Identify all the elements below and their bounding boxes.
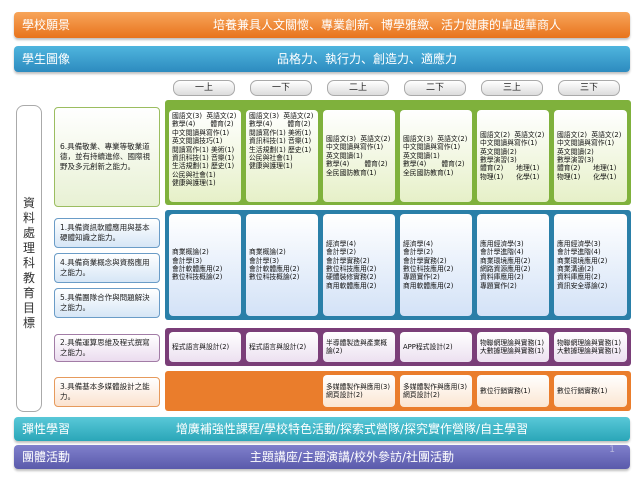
course-cell-1b-professional: 商業概論(2) 會計學(3) 會計軟體應用(2) 數位科技概論(2) bbox=[246, 214, 318, 316]
course-cell-2a-general: 國語文(3) 英語文(2) 中文閱讀與寫作(1) 英文閱讀(1) 數學(4) 體… bbox=[323, 110, 395, 202]
course-text: 數位行銷實務(1) bbox=[557, 386, 608, 395]
goal-5: 5.具備團隊合作與問題解決之能力。 bbox=[54, 288, 160, 318]
semester-header-2a: 二上 bbox=[327, 80, 389, 96]
course-text: 商業概論(2) 會計學(3) 會計軟體應用(2) 數位科技概論(2) bbox=[249, 248, 300, 282]
course-text: 國語文(2) 英語文(2) 中文閱讀與寫作(1) 英文閱讀(2) 數學演習(3)… bbox=[557, 130, 622, 181]
course-cell-3b-professional: 應用經濟學(3) 會計學進階(4) 商業環境應用(2) 商業溝通(2) 資料庫應… bbox=[554, 214, 627, 316]
semester-header-3a: 三上 bbox=[481, 80, 543, 96]
goal-6: 6.具備敬業、專業等敬業道德，並有持續進修、國際視野及多元創新之能力。 bbox=[54, 107, 160, 207]
course-cell-2a-programming: 半導體製造與產業概論(2) bbox=[323, 332, 395, 362]
student-portrait-band: 學生圖像 品格力、執行力、創造力、適應力 bbox=[14, 46, 630, 72]
course-text: 物聯網理論與實務(1) 大數據理論與實務(1) bbox=[480, 338, 545, 355]
goal-3: 3.具備基本多媒體設計之能力。 bbox=[54, 377, 160, 407]
flexible-learning-band: 彈性學習 增廣補強性課程/學校特色活動/探索式營隊/探究實作營隊/自主學習 bbox=[14, 417, 630, 441]
course-cell-2b-professional: 經濟學(4) 會計學(2) 會計學實務(2) 數位科技應用(2) 專題實作(2)… bbox=[400, 214, 472, 316]
school-vision-band: 學校願景 培養兼具人文關懷、專業創新、博學雅緻、活力健康的卓越華商人 bbox=[14, 12, 630, 38]
course-cell-1b-general: 國語文(3) 英語文(2) 數學(4) 體育(2) 閱讀寫作(1) 美術(1) … bbox=[246, 110, 318, 202]
goal-2-text: 2.具備運算思維及程式撰寫之能力。 bbox=[60, 338, 150, 357]
course-text: 物聯網理論與實務(1) 大數據理論與實務(1) bbox=[557, 338, 622, 355]
department-goals-sidebar: 資 料 處 理 科 教 育 目 標 bbox=[16, 105, 42, 412]
course-cell-2a-professional: 經濟學(4) 會計學(2) 會計學實務(2) 數位科技應用(2) 硬體裝修實務(… bbox=[323, 214, 395, 316]
course-text: 程式語言與設計(2) bbox=[249, 342, 307, 351]
course-text: 數位行銷實務(1) bbox=[480, 386, 531, 395]
semester-header-1b: 一下 bbox=[250, 80, 312, 96]
semester-header-3b: 三下 bbox=[558, 80, 620, 96]
course-text: 國語文(2) 英語文(2) 中文閱讀與寫作(1) 英文閱讀(2) 數學演習(3)… bbox=[480, 130, 545, 181]
school-vision-text: 培養兼具人文關懷、專業創新、博學雅緻、活力健康的卓越華商人 bbox=[212, 18, 561, 32]
course-text: 國語文(3) 英語文(2) 數學(4) 體育(2) 閱讀寫作(1) 美術(1) … bbox=[249, 112, 314, 171]
course-cell-1a-programming: 程式語言與設計(2) bbox=[169, 332, 241, 362]
course-cell-1a-professional: 商業概論(2) 會計學(3) 會計軟體應用(2) 數位科技概論(2) bbox=[169, 214, 241, 316]
goal-6-text: 6.具備敬業、專業等敬業道德，並有持續進修、國際視野及多元創新之能力。 bbox=[60, 142, 150, 171]
department-goals-label: 資 料 處 理 科 教 育 目 標 bbox=[22, 196, 35, 330]
semester-header-1a: 一上 bbox=[173, 80, 235, 96]
course-cell-3b-multimedia: 數位行銷實務(1) bbox=[554, 375, 627, 407]
course-text: 多媒體製作與應用(3) 網頁設計(2) bbox=[403, 382, 468, 399]
course-cell-2b-multimedia: 多媒體製作與應用(3) 網頁設計(2) bbox=[400, 375, 472, 407]
course-text: 經濟學(4) 會計學(2) 會計學實務(2) 數位科技應用(2) 專題實作(2)… bbox=[403, 239, 454, 290]
goal-4-text: 4.具備商業概念與資務應用之能力。 bbox=[60, 258, 150, 277]
course-text: 應用經濟學(3) 會計學進階(4) 商業環境應用(2) 網路資源應用(2) 資料… bbox=[480, 239, 531, 290]
course-cell-2b-programming: APP程式設計(2) bbox=[400, 332, 472, 362]
group-activities-label: 團體活動 bbox=[22, 450, 71, 464]
goal-3-text: 3.具備基本多媒體設計之能力。 bbox=[60, 382, 150, 401]
course-text: 國語文(3) 英語文(2) 中文閱讀與寫作(1) 英文閱讀(1) 數學(4) 體… bbox=[326, 134, 391, 177]
student-portrait-label: 學生圖像 bbox=[22, 52, 71, 66]
course-text: 半導體製造與產業概論(2) bbox=[326, 338, 388, 355]
course-text: 經濟學(4) 會計學(2) 會計學實務(2) 數位科技應用(2) 硬體裝修實務(… bbox=[326, 239, 377, 290]
goal-1: 1.具備資訊軟體應用與基本硬體知識之能力。 bbox=[54, 218, 160, 248]
group-activities-text: 主題講座/主題演講/校外參訪/社團活動 bbox=[249, 450, 455, 464]
semester-header-2b: 二下 bbox=[404, 80, 466, 96]
course-cell-3b-general: 國語文(2) 英語文(2) 中文閱讀與寫作(1) 英文閱讀(2) 數學演習(3)… bbox=[554, 110, 627, 202]
school-vision-label: 學校願景 bbox=[22, 18, 71, 32]
general-courses-panel bbox=[165, 100, 631, 205]
goal-1-text: 1.具備資訊軟體應用與基本硬體知識之能力。 bbox=[60, 223, 150, 242]
course-text: 多媒體製作與應用(3) 網頁設計(2) bbox=[326, 382, 391, 399]
course-text: 國語文(3) 英語文(2) 中文閱讀與寫作(1) 英文閱讀(1) 數學(4) 體… bbox=[403, 134, 468, 177]
course-cell-3b-programming: 物聯網理論與實務(1) 大數據理論與實務(1) bbox=[554, 332, 627, 362]
goal-5-text: 5.具備團隊合作與問題解決之能力。 bbox=[60, 293, 150, 312]
multimedia-courses-panel bbox=[165, 371, 631, 411]
course-cell-2b-general: 國語文(3) 英語文(2) 中文閱讀與寫作(1) 英文閱讀(1) 數學(4) 體… bbox=[400, 110, 472, 202]
page-number: 1 bbox=[609, 445, 615, 455]
course-cell-1b-programming: 程式語言與設計(2) bbox=[246, 332, 318, 362]
group-activities-band: 團體活動 主題講座/主題演講/校外參訪/社團活動 bbox=[14, 445, 630, 469]
course-cell-2a-multimedia: 多媒體製作與應用(3) 網頁設計(2) bbox=[323, 375, 395, 407]
flexible-learning-text: 增廣補強性課程/學校特色活動/探索式營隊/探究實作營隊/自主學習 bbox=[175, 422, 529, 436]
course-text: 國語文(3) 英語文(2) 數學(4) 體育(2) 中文閱讀與寫作(1) 英文閱… bbox=[172, 112, 237, 188]
flexible-learning-label: 彈性學習 bbox=[22, 422, 71, 436]
professional-courses-panel bbox=[165, 210, 631, 320]
goal-4: 4.具備商業概念與資務應用之能力。 bbox=[54, 253, 160, 283]
course-cell-3a-programming: 物聯網理論與實務(1) 大數據理論與實務(1) bbox=[477, 332, 549, 362]
course-text: 應用經濟學(3) 會計學進階(4) 商業環境應用(2) 商業溝通(2) 資料庫應… bbox=[557, 239, 608, 290]
course-text: 程式語言與設計(2) bbox=[172, 342, 230, 351]
programming-courses-panel bbox=[165, 328, 631, 366]
student-portrait-text: 品格力、執行力、創造力、適應力 bbox=[276, 52, 457, 66]
goal-2: 2.具備運算思維及程式撰寫之能力。 bbox=[54, 334, 160, 362]
course-text: APP程式設計(2) bbox=[403, 342, 453, 351]
course-cell-3a-professional: 應用經濟學(3) 會計學進階(4) 商業環境應用(2) 網路資源應用(2) 資料… bbox=[477, 214, 549, 316]
course-cell-1a-general: 國語文(3) 英語文(2) 數學(4) 體育(2) 中文閱讀與寫作(1) 英文閱… bbox=[169, 110, 241, 202]
course-cell-3a-multimedia: 數位行銷實務(1) bbox=[477, 375, 549, 407]
course-cell-3a-general: 國語文(2) 英語文(2) 中文閱讀與寫作(1) 英文閱讀(2) 數學演習(3)… bbox=[477, 110, 549, 202]
course-text: 商業概論(2) 會計學(3) 會計軟體應用(2) 數位科技概論(2) bbox=[172, 248, 223, 282]
